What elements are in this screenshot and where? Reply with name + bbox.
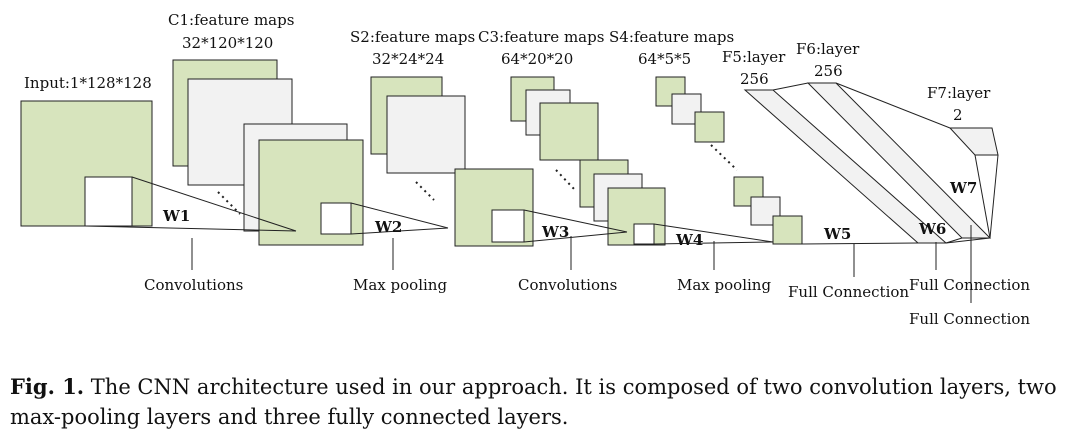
c1-title: C1:feature maps — [168, 11, 294, 29]
c1-dims: 32*120*120 — [182, 34, 273, 52]
w6-label: W6 — [918, 220, 946, 238]
op-convolutions-1: Convolutions — [144, 276, 243, 294]
projection-lines — [84, 82, 999, 245]
caption-text: The CNN architecture used in our approac… — [10, 375, 1057, 429]
s4-map-3 — [694, 111, 725, 143]
s4-dots — [710, 144, 738, 171]
f6-dims: 256 — [814, 62, 843, 80]
c3-title: C3:feature maps — [478, 28, 604, 46]
f5-dims: 256 — [740, 70, 769, 88]
c3-kernel — [633, 223, 655, 245]
w1-label: W1 — [162, 207, 190, 225]
s2-kernel — [491, 209, 525, 243]
c1-dots — [217, 191, 241, 215]
op-max-pooling-1: Max pooling — [353, 276, 447, 294]
s4-dims: 64*5*5 — [638, 50, 691, 68]
s4-title: S4:feature maps — [609, 28, 734, 46]
f7-title: F7:layer — [927, 84, 991, 102]
input-label: Input:1*128*128 — [24, 74, 152, 92]
input-kernel — [84, 176, 133, 227]
w5-label: W5 — [823, 225, 851, 243]
c3-dots — [555, 169, 576, 191]
s2-map-2 — [386, 95, 466, 174]
op-max-pooling-2: Max pooling — [677, 276, 771, 294]
c3-dims: 64*20*20 — [501, 50, 573, 68]
c3-map-3 — [539, 102, 599, 161]
op-full-connection-3: Full Connection — [909, 310, 1030, 328]
f7-dims: 2 — [953, 106, 963, 124]
c1-kernel — [320, 202, 352, 235]
op-full-connection-2: Full Connection — [909, 276, 1030, 294]
caption-prefix: Fig. 1. — [10, 374, 85, 399]
s4-map-6 — [772, 215, 803, 245]
op-convolutions-2: Convolutions — [518, 276, 617, 294]
op-full-connection-1: Full Connection — [788, 283, 909, 301]
f7-layer — [948, 127, 999, 156]
s2-title: S2:feature maps — [350, 28, 475, 46]
s2-dims: 32*24*24 — [372, 50, 444, 68]
w4-label: W4 — [675, 231, 703, 249]
f6-title: F6:layer — [796, 40, 860, 58]
f5-title: F5:layer — [722, 48, 786, 66]
figure-caption: Fig. 1. The CNN architecture used in our… — [10, 372, 1060, 432]
w7-label: W7 — [949, 179, 977, 197]
w2-label: W2 — [374, 218, 402, 236]
operation-leaders — [191, 225, 972, 303]
s2-dots — [415, 181, 435, 201]
w3-label: W3 — [541, 223, 569, 241]
